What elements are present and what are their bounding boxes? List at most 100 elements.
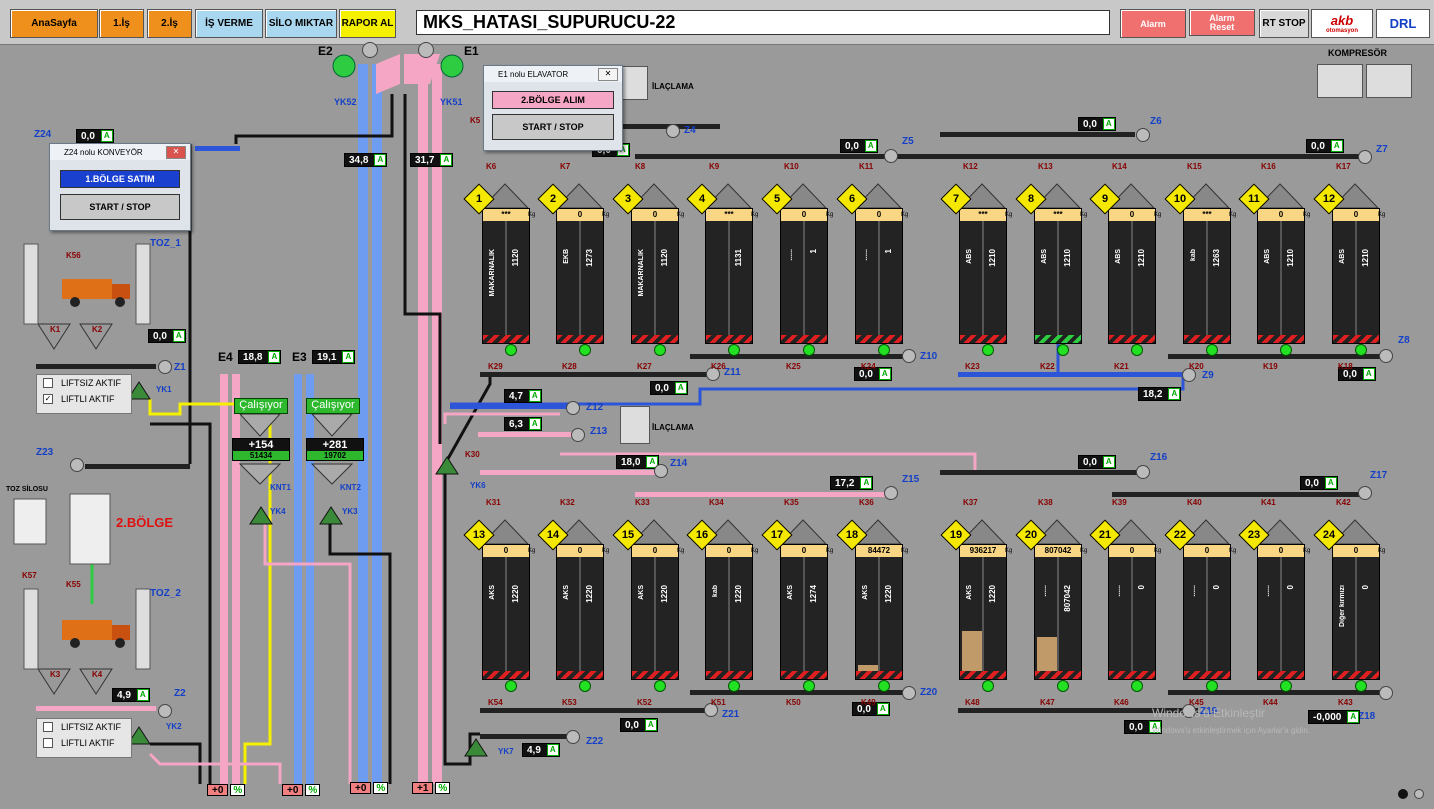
close-icon[interactable]: ✕ — [166, 146, 186, 159]
label-k57: K57 — [22, 571, 37, 580]
silo-number: 21 — [1098, 529, 1112, 541]
checkbox-icon[interactable] — [43, 738, 53, 748]
conveyor-end-z22[interactable] — [566, 730, 580, 744]
silo-divider — [1206, 221, 1208, 335]
is2-button[interactable]: 2.İş — [147, 9, 192, 38]
conveyor-end-z2[interactable] — [158, 704, 172, 718]
conveyor-end-z7[interactable] — [1358, 150, 1372, 164]
conveyor-end-z16[interactable] — [1136, 465, 1150, 479]
label-knt2: KNT2 — [340, 483, 361, 492]
check-liftli-1[interactable]: ✓LIFTLI AKTIF — [43, 394, 115, 404]
elevator-e2-head[interactable] — [362, 42, 378, 58]
silo-product: AKS — [966, 585, 973, 600]
conveyor-end-z4[interactable] — [666, 124, 680, 138]
alarm-button[interactable]: Alarm — [1120, 9, 1186, 38]
kompresor-2-icon[interactable] — [1366, 64, 1412, 98]
checkbox-icon[interactable] — [43, 378, 53, 388]
elevator-start-stop-button[interactable]: START / STOP — [492, 114, 614, 140]
conveyor-end-z12[interactable] — [566, 401, 580, 415]
anasayfa-button[interactable]: AnaSayfa — [10, 9, 98, 38]
conveyor-end-z1[interactable] — [158, 360, 172, 374]
bolge1-satim-button[interactable]: 1.BÖLGE SATIM — [60, 170, 180, 188]
alarm-reset-button[interactable]: Alarm Reset — [1189, 9, 1255, 36]
page-dot-2[interactable] — [1414, 789, 1424, 799]
check-liftsiz-1[interactable]: LIFTSIZ AKTIF — [37, 375, 131, 391]
conveyor-z23 — [85, 464, 190, 469]
conveyor-end-z20[interactable] — [902, 686, 916, 700]
label-knt1: KNT1 — [270, 483, 291, 492]
kompresor-1-icon[interactable] — [1317, 64, 1363, 98]
close-icon[interactable]: ✕ — [598, 68, 618, 81]
conveyor-end-z5[interactable] — [884, 149, 898, 163]
conveyor-end-z19[interactable] — [1182, 704, 1196, 718]
silo-bottom-label: K44 — [1263, 698, 1278, 707]
is-verme-button[interactable]: İŞ VERME — [195, 9, 263, 38]
conveyor-end-z11[interactable] — [706, 367, 720, 381]
silo-miktar-button[interactable]: SİLO MIKTAR — [265, 9, 337, 38]
conveyor-end-z8[interactable] — [1379, 349, 1393, 363]
conveyor-end-z9[interactable] — [1182, 368, 1196, 382]
is1-button[interactable]: 1.İş — [99, 9, 144, 38]
conveyor-end-z14[interactable] — [654, 464, 668, 478]
conveyor-end-z17[interactable] — [1358, 486, 1372, 500]
silo-amount: 1120 — [660, 249, 669, 267]
elevator-e1-head[interactable] — [418, 42, 434, 58]
silo-capacity: *** — [960, 209, 1006, 221]
ilaclama-1-icon[interactable] — [622, 66, 648, 100]
conveyor-end-z13[interactable] — [571, 428, 585, 442]
conveyor-end-z18[interactable] — [1379, 686, 1393, 700]
valve-yk6 — [435, 456, 459, 475]
rt-stop-button[interactable]: RT STOP — [1259, 9, 1309, 38]
conveyor-z15 — [635, 492, 885, 497]
conveyor-end-z21[interactable] — [704, 703, 718, 717]
bolge2-alim-button[interactable]: 2.BÖLGE ALIM — [492, 91, 614, 109]
checkbox-icon[interactable] — [43, 722, 53, 732]
conveyor-end-z15[interactable] — [884, 486, 898, 500]
label-yk6: YK6 — [470, 481, 486, 490]
valve-yk4 — [249, 506, 273, 525]
conveyor-end-z23[interactable] — [70, 458, 84, 472]
label-e3: E3 — [292, 350, 307, 364]
check-liftli-2[interactable]: LIFTLI AKTIF — [37, 735, 131, 751]
page-dot-1[interactable] — [1398, 789, 1408, 799]
silo-fill — [962, 631, 982, 671]
conveyor-end-z6[interactable] — [1136, 128, 1150, 142]
ilaclama-2-icon[interactable] — [620, 406, 650, 444]
checkbox-checked-icon[interactable]: ✓ — [43, 394, 53, 404]
ilaclama-2-label: İLAÇLAMA — [652, 423, 694, 432]
rapor-al-button[interactable]: RAPOR AL — [339, 9, 396, 38]
check-liftsiz-2[interactable]: LIFTSIZ AKTIF — [37, 719, 131, 735]
konveyor-start-stop-button[interactable]: START / STOP — [60, 194, 180, 220]
label-z9: Z9 — [1202, 370, 1214, 381]
silo-capacity: 0 — [856, 209, 902, 221]
conveyor-end-z10[interactable] — [902, 349, 916, 363]
hopper-k4 — [79, 668, 113, 695]
hopper-k2 — [79, 323, 113, 350]
